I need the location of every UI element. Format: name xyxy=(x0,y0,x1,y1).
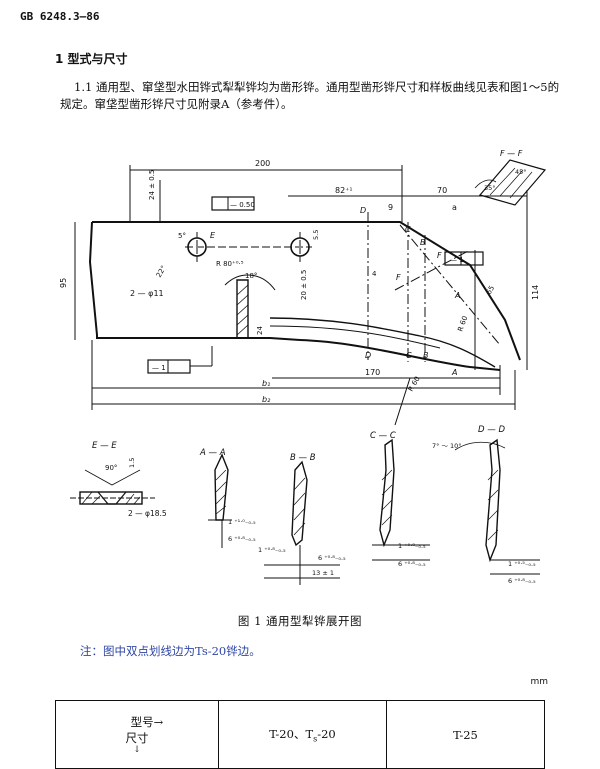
label-b-top: B xyxy=(420,238,426,247)
col-t20-sub: s xyxy=(313,734,318,744)
dim-82: 82⁺¹ xyxy=(335,186,353,195)
section-e-e-title: E — E xyxy=(92,441,117,451)
label-a-bottom: A xyxy=(451,368,457,377)
dim-95: 95 xyxy=(59,278,68,288)
label-a-mid: A xyxy=(454,291,460,300)
label-c-bottom: C xyxy=(406,351,412,360)
label-c-top: C xyxy=(405,225,411,234)
section-a-a-dim1: 1 ⁺¹·⁰₋₀.₅ xyxy=(228,518,256,526)
dim-18deg: 18° xyxy=(245,272,257,280)
section-a-a-title: A — A xyxy=(199,448,226,458)
section-c-c-dim1: 1 ⁺⁰·⁸₋₀.₅ xyxy=(398,542,426,550)
section-b-b-title: B — B xyxy=(290,453,316,463)
label-f-f: F — F xyxy=(500,149,523,158)
table-header-row: 型号→ 尺寸 ↓ T-20、Ts-20 T-25 xyxy=(55,700,545,769)
dim-9: 9 xyxy=(388,203,393,212)
section-d-d-dim1: 1 ⁺⁰·⁵₋₀.₅ xyxy=(508,560,536,568)
label-f2: F xyxy=(437,251,442,260)
table-col-t20: T-20、Ts-20 xyxy=(218,700,387,769)
label-b2: b₂ xyxy=(262,395,271,404)
table-header-corner: 型号→ 尺寸 ↓ xyxy=(55,700,219,769)
dim-70: 70 xyxy=(437,186,447,195)
dim-4: 4 xyxy=(372,270,377,278)
label-d-top: D xyxy=(360,206,366,215)
dim-r60a: R 60 xyxy=(456,315,469,333)
label-f1: F xyxy=(396,273,401,282)
section-b-b-dim1: 1 ⁺⁰·⁸₋₀.₅ xyxy=(258,546,286,554)
tolerance-frame-3: — 1 xyxy=(152,364,166,372)
section-d-d-dim6: 6 ⁺⁰·⁸₋₀.₅ xyxy=(508,577,536,585)
section-d-d-angle: 7° ～ 10° xyxy=(432,442,462,450)
down-arrow-icon: ↓ xyxy=(133,745,141,755)
label-d-bottom: D xyxy=(365,351,371,360)
col-t20-tail: -20 xyxy=(317,726,336,741)
dim-65: 65 xyxy=(485,284,496,296)
col-t20-text: T-20、T xyxy=(269,726,314,741)
dimension-table: 型号→ 尺寸 ↓ T-20、Ts-20 T-25 xyxy=(55,700,545,769)
tolerance-frame-2: — 1 xyxy=(450,256,464,264)
section-b-b-dim13: 13 ± 1 xyxy=(312,569,334,577)
section-c-c-title: C — C xyxy=(370,431,396,441)
section-e-e-angle: 90° xyxy=(105,464,117,472)
dim-5-5: 5.5 xyxy=(312,230,320,240)
section-a-a-dim6: 6 ⁺⁰·⁸₋₀.₅ xyxy=(228,535,256,543)
dim-200: 200 xyxy=(255,159,270,168)
label-b-bottom: B xyxy=(423,351,429,360)
section-c-c-dim6: 6 ⁺⁰·⁸₋₀.₅ xyxy=(398,560,426,568)
dim-2phi11: 2 — φ11 xyxy=(130,289,164,298)
dim-22: 22° xyxy=(155,264,168,279)
dim-114: 114 xyxy=(531,285,540,300)
body-paragraph: 1.1 通用型、窜垡型水田铧式犁犁铧均为凿形铧。通用型凿形铧尺寸和样板曲线见表和… xyxy=(60,80,560,111)
dim-170: 170 xyxy=(365,368,380,377)
dim-35deg: 35° xyxy=(484,184,496,192)
unit-label: mm xyxy=(530,677,548,687)
section-b-b-dim6: 6 ⁺⁰·⁸₋₀.₅ xyxy=(318,554,346,562)
dim-24: 24 ± 0.5 xyxy=(148,170,156,200)
dim-24b: 24 xyxy=(256,326,264,335)
standard-number: GB 6248.3—86 xyxy=(20,10,100,23)
corner-size-label: 尺寸 xyxy=(125,731,149,745)
section-title: 1 型式与尺寸 xyxy=(55,52,128,66)
section-e-e-r: 1.5 xyxy=(128,458,136,468)
dim-r80: R 80⁺⁰·⁵ xyxy=(216,260,244,268)
dim-a: a xyxy=(452,203,457,212)
dim-5deg: 5° xyxy=(178,232,186,240)
figure-1-drawing: 200 24 ± 0.5 82⁺¹ 70 9 a 95 114 170 20 ±… xyxy=(59,149,547,585)
dim-20: 20 ± 0.5 xyxy=(300,270,308,300)
dim-45deg: 45° xyxy=(515,168,527,176)
figure-caption: 图 1 通用型犁铧展开图 xyxy=(237,614,363,628)
tolerance-frame-1: — 0.50 xyxy=(230,201,255,209)
table-col-t25: T-25 xyxy=(386,700,545,769)
label-b1: b₁ xyxy=(262,379,270,388)
corner-model-label: 型号→ xyxy=(130,715,164,729)
label-e: E xyxy=(210,231,216,240)
section-d-d-title: D — D xyxy=(478,425,505,435)
section-e-e-phi: 2 — φ18.5 xyxy=(128,509,167,518)
figure-note: 注：图中双点划线边为Ts-20铧边。 xyxy=(80,644,261,658)
